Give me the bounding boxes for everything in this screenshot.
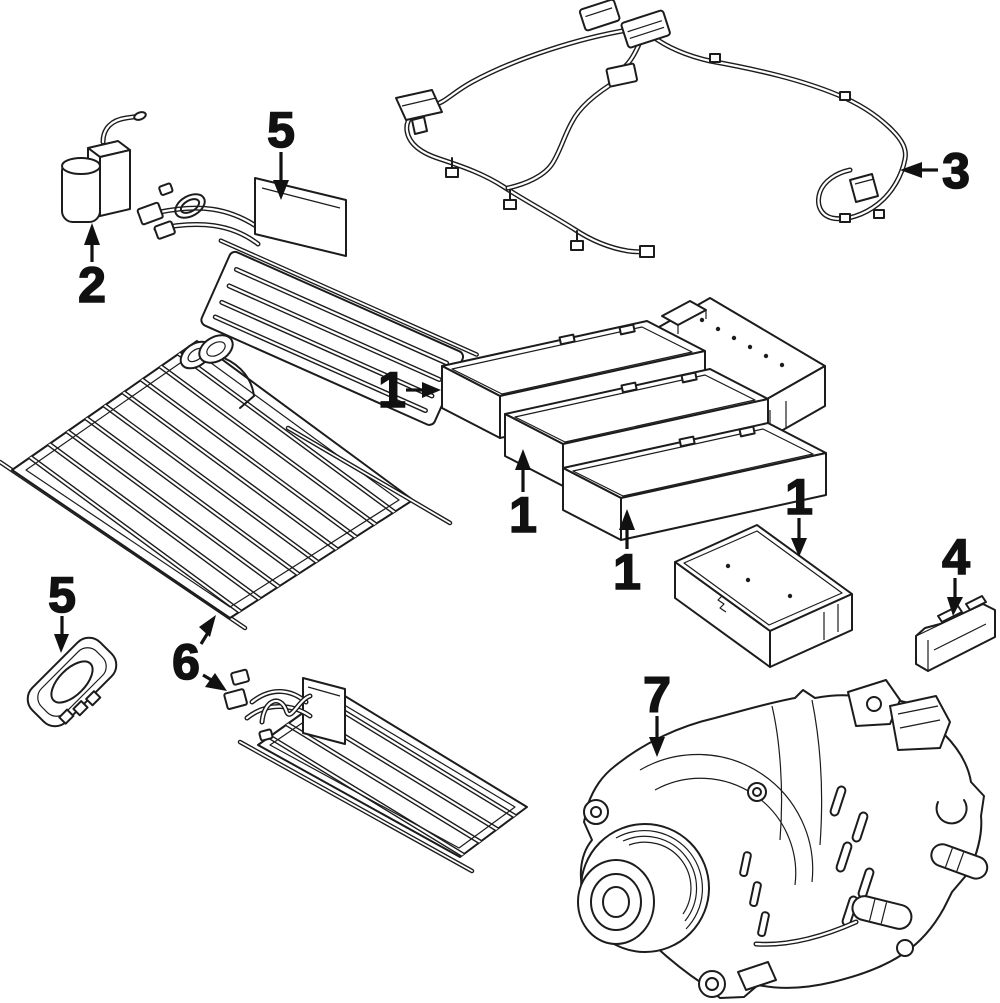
hose-nipple-icon — [851, 895, 913, 930]
callout-1-bottom[interactable]: 1 — [612, 509, 642, 601]
wiring-harness[interactable] — [395, 0, 908, 258]
callout-1-middle[interactable]: 1 — [508, 449, 538, 544]
cooling-plate-top[interactable] — [132, 177, 479, 431]
harness-clip-icon — [395, 53, 885, 258]
hose-clamp-icon — [935, 799, 968, 825]
battery-module-c[interactable] — [562, 422, 827, 541]
coolant-fitting-icon — [136, 182, 176, 240]
callout-6[interactable]: 6 — [171, 615, 227, 691]
battery-module-right[interactable] — [674, 524, 853, 668]
callout-2[interactable]: 2 — [77, 223, 107, 314]
callout-1-right[interactable]: 1 — [784, 468, 814, 557]
callout-label: 1 — [509, 487, 537, 543]
callout-label: 3 — [942, 143, 970, 199]
callout-label: 2 — [78, 257, 106, 313]
callouts-layer: 5 2 3 1 1 1 1 — [47, 101, 971, 757]
cover-plate[interactable] — [21, 631, 128, 738]
harness-connector-icon — [578, 0, 671, 88]
callout-5-bottom[interactable]: 5 — [47, 566, 77, 653]
hose-nipple-icon — [930, 843, 989, 880]
callout-label: 1 — [785, 469, 813, 525]
alternator[interactable] — [577, 679, 990, 999]
sensor-unit[interactable] — [61, 111, 147, 223]
callout-label: 1 — [613, 544, 641, 600]
callout-label: 6 — [172, 634, 200, 690]
callout-label: 1 — [378, 362, 406, 418]
callout-1-left[interactable]: 1 — [377, 361, 441, 419]
callout-7[interactable]: 7 — [642, 666, 672, 757]
callout-label: 5 — [48, 567, 76, 623]
callout-4[interactable]: 4 — [941, 528, 971, 616]
cooling-plate-large[interactable] — [0, 330, 453, 641]
coolant-fitting-icon — [223, 668, 274, 742]
pulley-icon — [577, 823, 710, 953]
callout-label: 4 — [942, 529, 970, 585]
cooling-plate-lower[interactable] — [219, 667, 562, 883]
callout-5-top[interactable]: 5 — [266, 101, 296, 200]
callout-3[interactable]: 3 — [900, 142, 971, 200]
callout-label: 5 — [267, 102, 295, 158]
mounting-bracket[interactable] — [915, 595, 996, 672]
plate-handle-icon — [179, 334, 255, 409]
callout-label: 7 — [643, 667, 671, 723]
